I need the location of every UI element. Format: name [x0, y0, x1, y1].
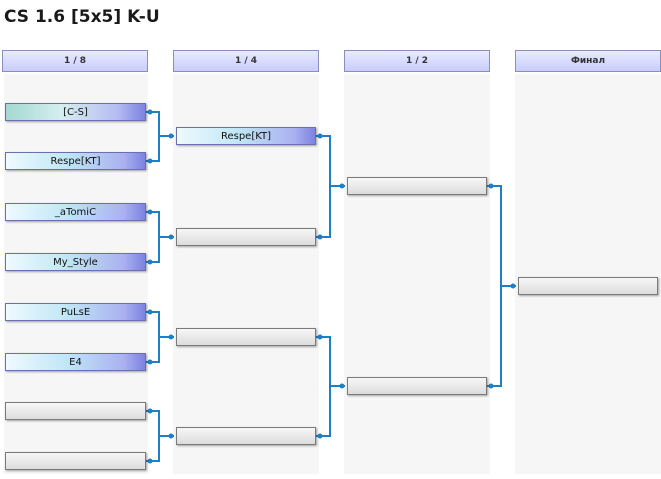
connector-dots — [147, 109, 516, 464]
qf-slot-4[interactable] — [176, 427, 316, 445]
r16-slot-6[interactable]: E4 — [5, 353, 146, 371]
r16-slot-2[interactable]: Respe[KT] — [5, 152, 146, 170]
sf-slot-2[interactable] — [347, 377, 487, 395]
r16-slot-1[interactable]: [C-S] — [5, 103, 146, 121]
round-header-1-2: 1 / 2 — [344, 50, 490, 72]
r16-slot-3[interactable]: _aTomiC — [5, 203, 146, 221]
sf-slot-1[interactable] — [347, 177, 487, 195]
r16-slot-4[interactable]: My_Style — [5, 253, 146, 271]
r16-slot-7[interactable] — [5, 402, 146, 420]
page-title: CS 1.6 [5x5] K-U — [4, 7, 160, 27]
final-slot[interactable] — [518, 277, 658, 295]
round-header-1-8: 1 / 8 — [2, 50, 148, 72]
round-header-1-4: 1 / 4 — [173, 50, 319, 72]
qf-slot-3[interactable] — [176, 328, 316, 346]
qf-slot-1[interactable]: Respe[KT] — [176, 127, 316, 145]
r16-slot-5[interactable]: PuLsE — [5, 303, 146, 321]
round-header-final: Финал — [515, 50, 661, 72]
qf-slot-2[interactable] — [176, 228, 316, 246]
column-bg-round-4 — [515, 74, 661, 474]
column-bg-round-3 — [344, 74, 490, 474]
r16-slot-8[interactable] — [5, 452, 146, 470]
